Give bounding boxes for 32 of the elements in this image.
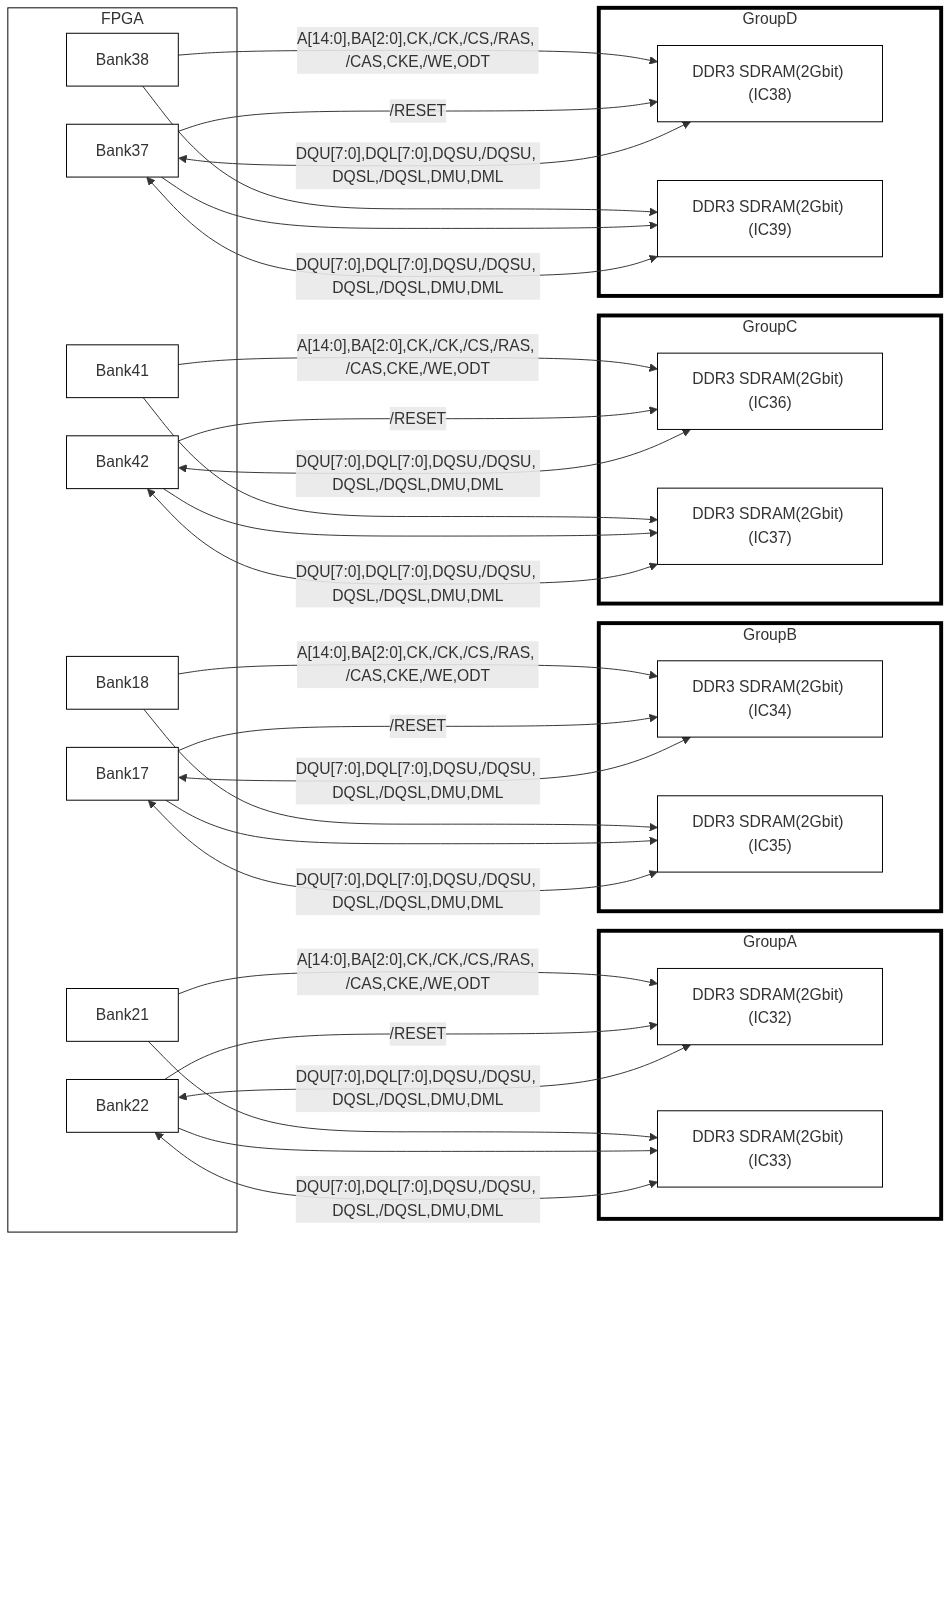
node-box: Bank22 bbox=[66, 1079, 179, 1133]
edge-label: A[14:0],BA[2:0],CK,/CK,/CS,/RAS, /CAS,CKE,/WE,ODT bbox=[296, 644, 535, 685]
edge-label: DQU[7:0],DQL[7:0],DQSU,/DQSU, DQSL,/DQSL,DMU,DML bbox=[295, 1068, 536, 1109]
edge-label: /RESET bbox=[389, 717, 447, 735]
node-box: DDR3 SDRAM(2Gbit) (IC33) bbox=[657, 1110, 883, 1188]
edge-label: /RESET bbox=[389, 102, 447, 119]
edge-label: DQU[7:0],DQL[7:0],DQSU,/DQSU, DQSL,/DQSL,DMU,DML bbox=[295, 563, 536, 604]
node-box: Bank37 bbox=[66, 123, 179, 178]
edge-label: DQU[7:0],DQL[7:0],DQSU,/DQSU, DQSL,/DQSL,DMU,DML bbox=[295, 145, 536, 186]
node-box: Bank17 bbox=[66, 746, 179, 801]
node-box: Bank21 bbox=[66, 988, 179, 1042]
node-box: DDR3 SDRAM(2Gbit) (IC35) bbox=[657, 795, 883, 873]
node-box: Bank18 bbox=[66, 655, 179, 710]
edge-label: A[14:0],BA[2:0],CK,/CK,/CS,/RAS, /CAS,CKE,/WE,ODT bbox=[296, 337, 535, 378]
edge-label: DQU[7:0],DQL[7:0],DQSU,/DQSU, DQSL,/DQSL,DMU,DML bbox=[295, 760, 536, 801]
edge-label: /RESET bbox=[389, 409, 447, 427]
node-box: DDR3 SDRAM(2Gbit) (IC34) bbox=[657, 660, 883, 738]
edge-label: A[14:0],BA[2:0],CK,/CK,/CS,/RAS, /CAS,CKE,/WE,ODT bbox=[296, 29, 535, 70]
node-box: DDR3 SDRAM(2Gbit) (IC39) bbox=[657, 180, 883, 258]
node-box: Bank41 bbox=[66, 344, 179, 399]
node-box: DDR3 SDRAM(2Gbit) (IC37) bbox=[657, 487, 883, 565]
node-box: DDR3 SDRAM(2Gbit) (IC36) bbox=[657, 352, 883, 430]
edge-label: /RESET bbox=[389, 1025, 447, 1042]
edge-label: DQU[7:0],DQL[7:0],DQSU,/DQSU, DQSL,/DQSL,DMU,DML bbox=[295, 452, 536, 494]
edge-label: DQU[7:0],DQL[7:0],DQSU,/DQSU, DQSL,/DQSL,DMU,DML bbox=[295, 871, 536, 912]
node-box: DDR3 SDRAM(2Gbit) (IC32) bbox=[657, 967, 883, 1046]
node-box: Bank38 bbox=[66, 32, 179, 87]
node-box: DDR3 SDRAM(2Gbit) (IC38) bbox=[657, 45, 883, 123]
edge-label: DQU[7:0],DQL[7:0],DQSU,/DQSU, DQSL,/DQSL,DMU,DML bbox=[295, 255, 536, 296]
node-box: Bank42 bbox=[66, 435, 179, 490]
edge-label: A[14:0],BA[2:0],CK,/CK,/CS,/RAS, /CAS,CKE,/WE,ODT bbox=[296, 951, 535, 992]
edge-label: DQU[7:0],DQL[7:0],DQSU,/DQSU, DQSL,/DQSL,DMU,DML bbox=[295, 1178, 536, 1219]
